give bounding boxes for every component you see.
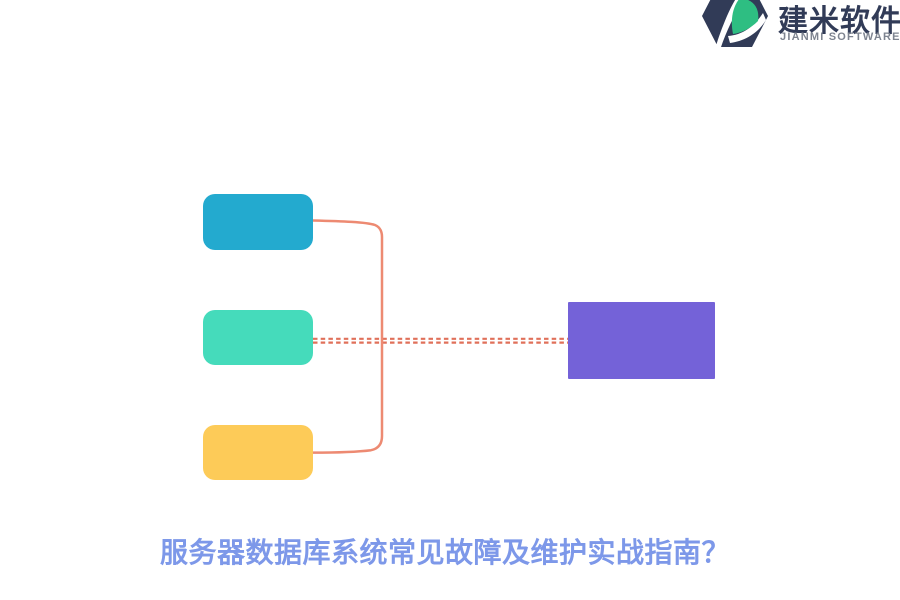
bracket-connector	[311, 219, 384, 454]
dotted-link-connector	[313, 337, 568, 344]
jianmi-logo-icon	[700, 0, 770, 50]
mindmap-node-bottom	[203, 425, 313, 480]
mindmap-node-top	[203, 194, 313, 250]
page-title: 服务器数据库系统常见故障及维护实战指南？	[160, 538, 731, 569]
mindmap-node-summary	[568, 302, 715, 379]
brand-name-chinese: 建米软件	[778, 5, 900, 38]
brand-name-english: JIANMI SOFTWARE	[780, 31, 900, 43]
mindmap-node-middle	[203, 310, 313, 365]
